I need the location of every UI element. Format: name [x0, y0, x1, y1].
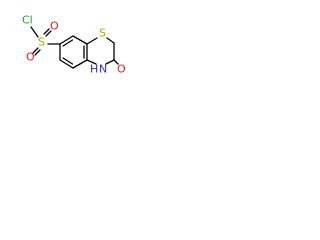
- bond-aromatic-inner-3: [62, 57, 74, 65]
- bond-s-o-upper-2: [43, 28, 50, 35]
- bond-c3-c2: [72, 59, 88, 69]
- atom-label-layer: Cl S O O S H N O: [22, 14, 126, 76]
- bond-c5-c4: [72, 35, 88, 45]
- atom-oxygen-carbonyl: O: [117, 63, 126, 76]
- atom-sulfur-ring: S: [99, 27, 106, 40]
- bond-c4-s-ring: [86, 37, 98, 45]
- bond-s-o-upper-1: [45, 30, 52, 37]
- bond-layer: [30, 26, 119, 69]
- bond-c-o-carbonyl-1: [113, 59, 119, 65]
- atom-oxygen-upper: O: [50, 20, 59, 33]
- bond-c2-c1: [59, 59, 74, 69]
- bond-c-carbonyl-n: [105, 59, 115, 65]
- atom-nitrogen-amide: N: [99, 63, 107, 76]
- atom-sulfur-sulfonyl: S: [38, 36, 45, 49]
- bond-s-o-lower-2: [34, 49, 41, 56]
- bond-s-ring-ch2: [106, 37, 115, 44]
- bond-aromatic-inner-1: [62, 39, 74, 47]
- bond-s-o-lower-1: [32, 47, 39, 54]
- bond-n-c3: [86, 59, 97, 65]
- bond-cl-s: [30, 26, 39, 38]
- atom-oxygen-lower: O: [26, 51, 35, 64]
- atom-hydrogen-amide: H: [90, 63, 98, 76]
- atom-chlorine: Cl: [22, 14, 33, 27]
- molecule-structure-diagram: Cl S O O S H N O: [22, 14, 126, 76]
- bond-c6-c5: [59, 35, 74, 45]
